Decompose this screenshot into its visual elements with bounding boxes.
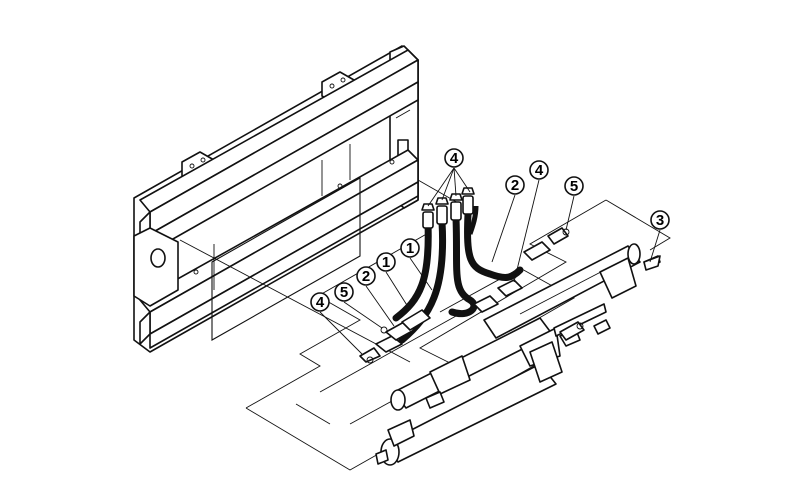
callout-4-left: 4 <box>310 292 330 312</box>
leader-lines <box>319 167 661 355</box>
small-parts-right <box>559 255 661 341</box>
svg-text:1: 1 <box>382 254 390 271</box>
callout-3-right: 3 <box>650 210 670 230</box>
svg-text:4: 4 <box>450 150 459 167</box>
callout-2-left: 2 <box>356 266 376 286</box>
svg-text:2: 2 <box>511 177 519 194</box>
svg-text:5: 5 <box>340 284 348 301</box>
callout-5-left: 5 <box>334 282 354 302</box>
hose-end-fittings <box>421 187 475 229</box>
carriage-frame <box>133 45 419 353</box>
callout-1-b: 1 <box>376 252 396 272</box>
svg-text:2: 2 <box>362 268 370 285</box>
svg-text:4: 4 <box>316 294 325 311</box>
callout-4-top: 4 <box>444 148 464 168</box>
left-fittings <box>359 309 431 364</box>
svg-text:5: 5 <box>570 178 578 195</box>
callout-4-mid: 4 <box>529 160 549 180</box>
lower-cylinder <box>375 341 563 466</box>
hydraulic-hoses <box>392 205 524 344</box>
callout-1-a: 1 <box>400 238 420 258</box>
callout-5-right: 5 <box>564 176 584 196</box>
upper-right-cylinder <box>483 243 661 339</box>
svg-text:3: 3 <box>656 212 664 229</box>
svg-text:4: 4 <box>535 162 544 179</box>
right-fittings <box>473 227 570 313</box>
callout-2-top: 2 <box>505 175 525 195</box>
svg-text:1: 1 <box>406 240 414 257</box>
